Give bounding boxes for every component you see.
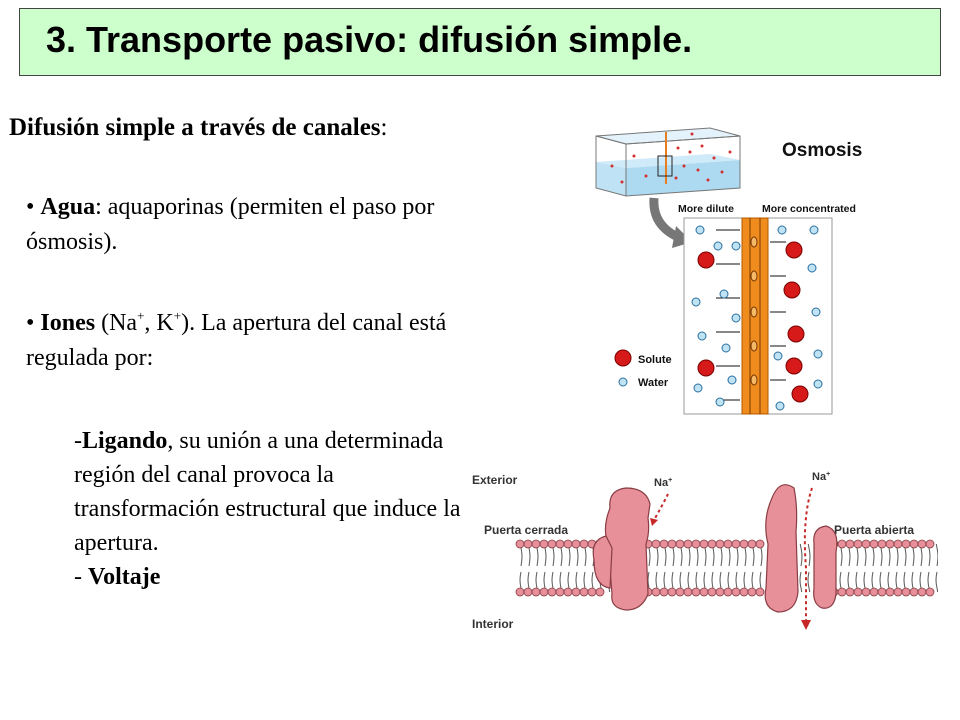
- water-particles: [691, 225, 823, 411]
- ion-blocked-arrow: [653, 493, 669, 521]
- iones-open: (Na: [95, 310, 138, 336]
- open-channel-protein: [764, 484, 838, 613]
- agua-term: Agua: [40, 194, 96, 220]
- legend-solute: Solute: [638, 354, 672, 366]
- legend-solute-swatch: [614, 349, 632, 367]
- arrowhead-icon: [650, 518, 658, 526]
- ion-left-label: Na+: [654, 477, 672, 489]
- section-subtitle: Difusión simple a través de canales:: [9, 114, 387, 142]
- subtitle-colon: :: [380, 114, 388, 141]
- ion-channel-figure: Exterior Interior Puerta cerrada Puerta …: [472, 471, 938, 631]
- interior-label: Interior: [472, 617, 514, 631]
- osmosis-figure: Osmosis More dilute More concentrated So…: [595, 127, 862, 415]
- osmosis-title: Osmosis: [782, 140, 862, 161]
- iones-sup-na: +: [137, 308, 145, 323]
- title-banner: 3. Transporte pasivo: difusión simple.: [19, 8, 941, 76]
- legend-water: Water: [638, 377, 669, 389]
- bullet-marker: •: [26, 310, 35, 336]
- ion-flow-arrow: [803, 487, 813, 620]
- subtitle-text: Difusión simple a través de canales: [9, 114, 381, 141]
- exterior-label: Exterior: [472, 473, 518, 487]
- lipid-heads-bottom: [515, 587, 935, 597]
- ligando-term: Ligando: [82, 428, 168, 454]
- voltaje-dash: -: [74, 564, 88, 590]
- ligando-text: , su unión a una determinada región del …: [74, 428, 461, 556]
- bullet-iones: • Iones (Na+, K+). La apertura del canal…: [26, 306, 466, 376]
- beaker-3d-icon: [595, 127, 741, 197]
- page-title: 3. Transporte pasivo: difusión simple.: [46, 19, 693, 60]
- iones-term: Iones: [40, 310, 96, 336]
- iones-rest: ). La apertura del canal está regulada p…: [26, 310, 447, 371]
- left-label: More dilute: [678, 203, 734, 215]
- bullet-agua: • Agua: aquaporinas (permiten el paso po…: [26, 190, 466, 260]
- solute-dots: [610, 132, 732, 184]
- iones-sup-k: +: [173, 308, 182, 323]
- aquaporin-channels: [750, 236, 758, 386]
- ligando-dash: -: [74, 428, 82, 454]
- closed-gate-label: Puerta cerrada: [484, 523, 568, 537]
- agua-text: : aquaporinas (permiten el paso por ósmo…: [26, 194, 435, 255]
- lipid-heads-top: [515, 539, 935, 549]
- closed-channel-protein: [592, 487, 651, 611]
- open-gate-label: Puerta abierta: [834, 523, 914, 537]
- bullet-marker: •: [26, 194, 35, 220]
- lipid-bilayer: [515, 539, 938, 597]
- ligando-paragraph: -Ligando, su unión a una determinada reg…: [74, 424, 474, 594]
- legend-water-swatch: [618, 377, 628, 387]
- ion-right-label: Na+: [812, 471, 830, 483]
- solute-particles: [697, 241, 809, 403]
- voltaje-term: Voltaje: [88, 564, 161, 590]
- right-label: More concentrated: [762, 203, 856, 215]
- arrowhead-icon: [801, 620, 811, 630]
- iones-mid: , K: [144, 310, 174, 336]
